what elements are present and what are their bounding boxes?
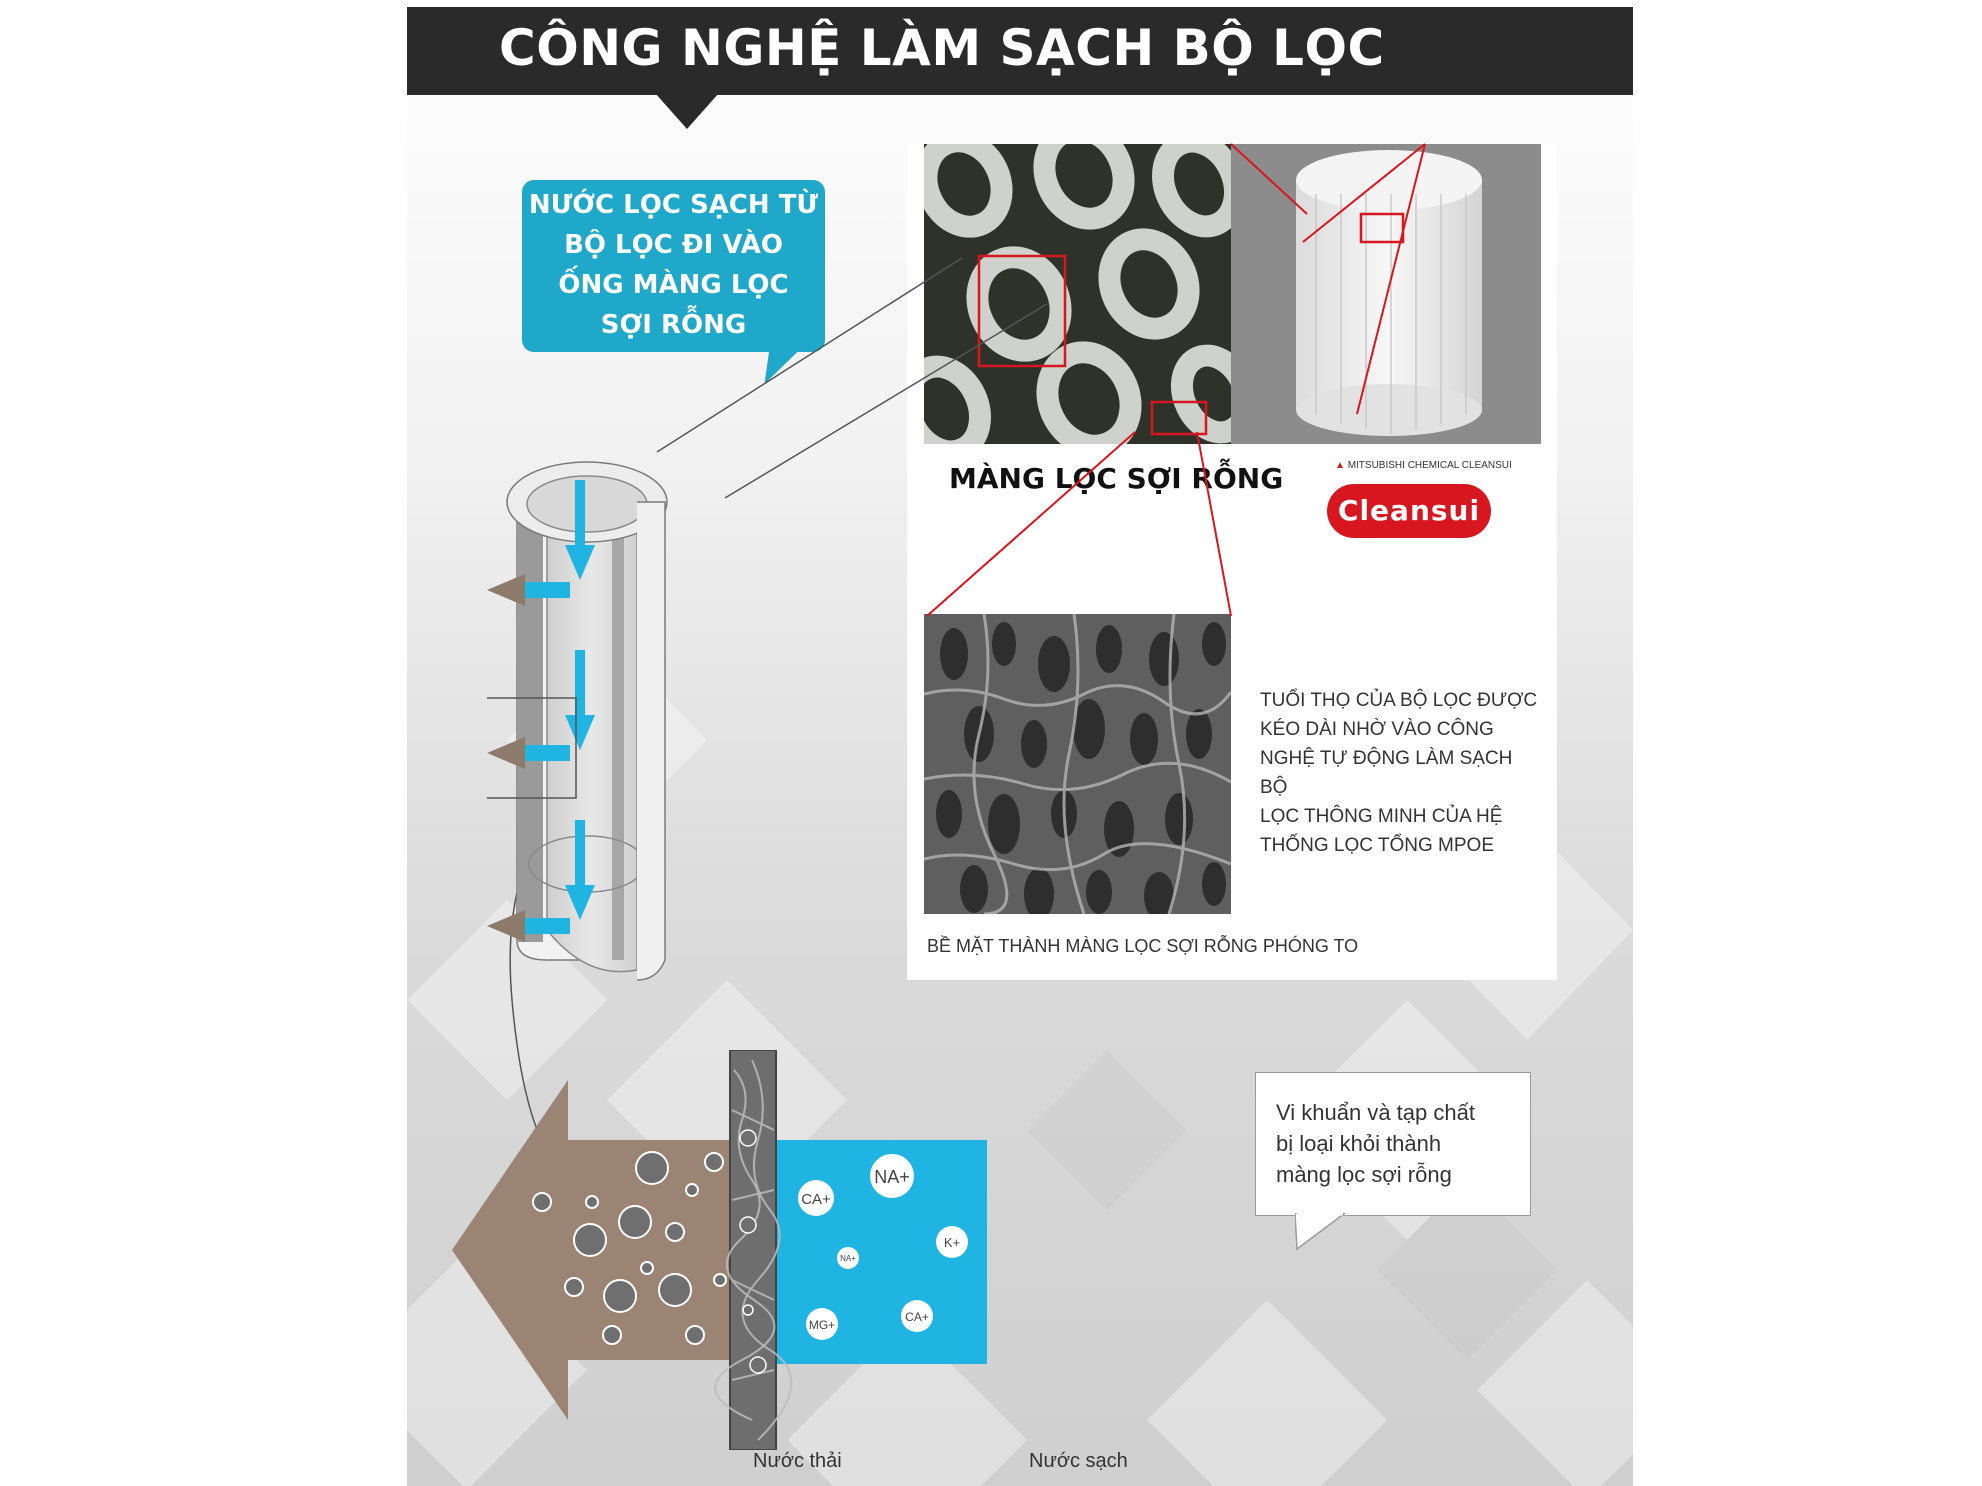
waste-water-label: Nước thải (753, 1450, 842, 1472)
surface-caption: BỀ MẶT THÀNH MÀNG LỌC SỢI RỖNG PHÓNG TO (927, 936, 1359, 956)
poster: CÔNG NGHỆ LÀM SẠCH BỘ LỌC NƯỚC LỌC SẠCH … (407, 0, 1633, 1486)
ion-bubble (837, 1247, 859, 1269)
brand-maker-text: MITSUBISHI CHEMICAL CLEANSUI (1347, 460, 1512, 471)
description-line: KÉO DÀI NHỜ VÀO CÔNG (1260, 719, 1494, 740)
callout-box: Vi khuẩn và tạp chất bị loại khỏi thành … (1255, 1072, 1531, 1216)
brand-maker: ▲ MITSUBISHI CHEMICAL CLEANSUI (1335, 460, 1512, 471)
clean-water-label: Nước sạch (1029, 1450, 1128, 1472)
ion-label: MG+ (809, 1318, 835, 1332)
mitsubishi-logo-icon: ▲ (1335, 460, 1345, 471)
ion-label: CA+ (905, 1310, 929, 1324)
bubble-line: SỢI RỖNG (600, 310, 747, 340)
callout-line: Vi khuẩn và tạp chất (1276, 1100, 1475, 1125)
hollow-fiber-tubes-photo (924, 144, 1231, 444)
ion-label: CA+ (801, 1191, 831, 1208)
callout-line: màng lọc sợi rỗng (1276, 1162, 1452, 1187)
description-line: LỌC THÔNG MINH CỦA HỆ (1260, 806, 1503, 827)
membrane-title: MÀNG LỌC SỢI RỖNG (949, 462, 1284, 495)
description-line: TUỔI THỌ CỦA BỘ LỌC ĐƯỢC (1260, 690, 1538, 711)
membrane-wall (729, 1050, 777, 1450)
ion-label: NA+ (840, 1254, 856, 1263)
ion-bubble (870, 1154, 914, 1198)
description-line: THỐNG LỌC TỔNG MPOE (1260, 835, 1495, 856)
header-bar: CÔNG NGHỆ LÀM SẠCH BỘ LỌC (407, 7, 1633, 95)
description-line: NGHỆ TỰ ĐỘNG LÀM SẠCH BỘ (1260, 748, 1513, 798)
filtration-cross-section: NA+ CA+ K+ NA+ MG+ CA+ (452, 1050, 987, 1450)
ion-label: K+ (944, 1235, 960, 1250)
page-title: CÔNG NGHỆ LÀM SẠCH BỘ LỌC (499, 19, 1385, 77)
ion-bubble (806, 1308, 838, 1340)
ion-bubble (798, 1180, 834, 1216)
description: TUỔI THỌ CỦA BỘ LỌC ĐƯỢC KÉO DÀI NHỜ VÀO… (1260, 686, 1545, 860)
callout-tail (1295, 1213, 1347, 1251)
membrane-surface-photo (924, 614, 1231, 914)
bubble-line: NƯỚC LỌC SẠCH TỪ (528, 190, 819, 220)
callout-line: bị loại khỏi thành (1276, 1131, 1442, 1156)
hollow-fiber-tube (487, 461, 668, 981)
bubble-line: ỐNG MÀNG LỌC (558, 270, 789, 300)
filter-module-photo (1231, 144, 1541, 444)
header-notch (655, 93, 719, 129)
ion-bubble (901, 1300, 933, 1332)
cleansui-logo: Cleansui (1327, 484, 1491, 538)
info-bubble: NƯỚC LỌC SẠCH TỪ BỘ LỌC ĐI VÀO ỐNG MÀNG … (522, 180, 825, 352)
ion-label: NA+ (874, 1167, 910, 1187)
ion-bubble (936, 1226, 968, 1258)
membrane-panel: MÀNG LỌC SỢI RỖNG ▲ MITSUBISHI CHEMICAL … (907, 144, 1557, 980)
bubble-line: BỘ LỌC ĐI VÀO (564, 230, 783, 260)
